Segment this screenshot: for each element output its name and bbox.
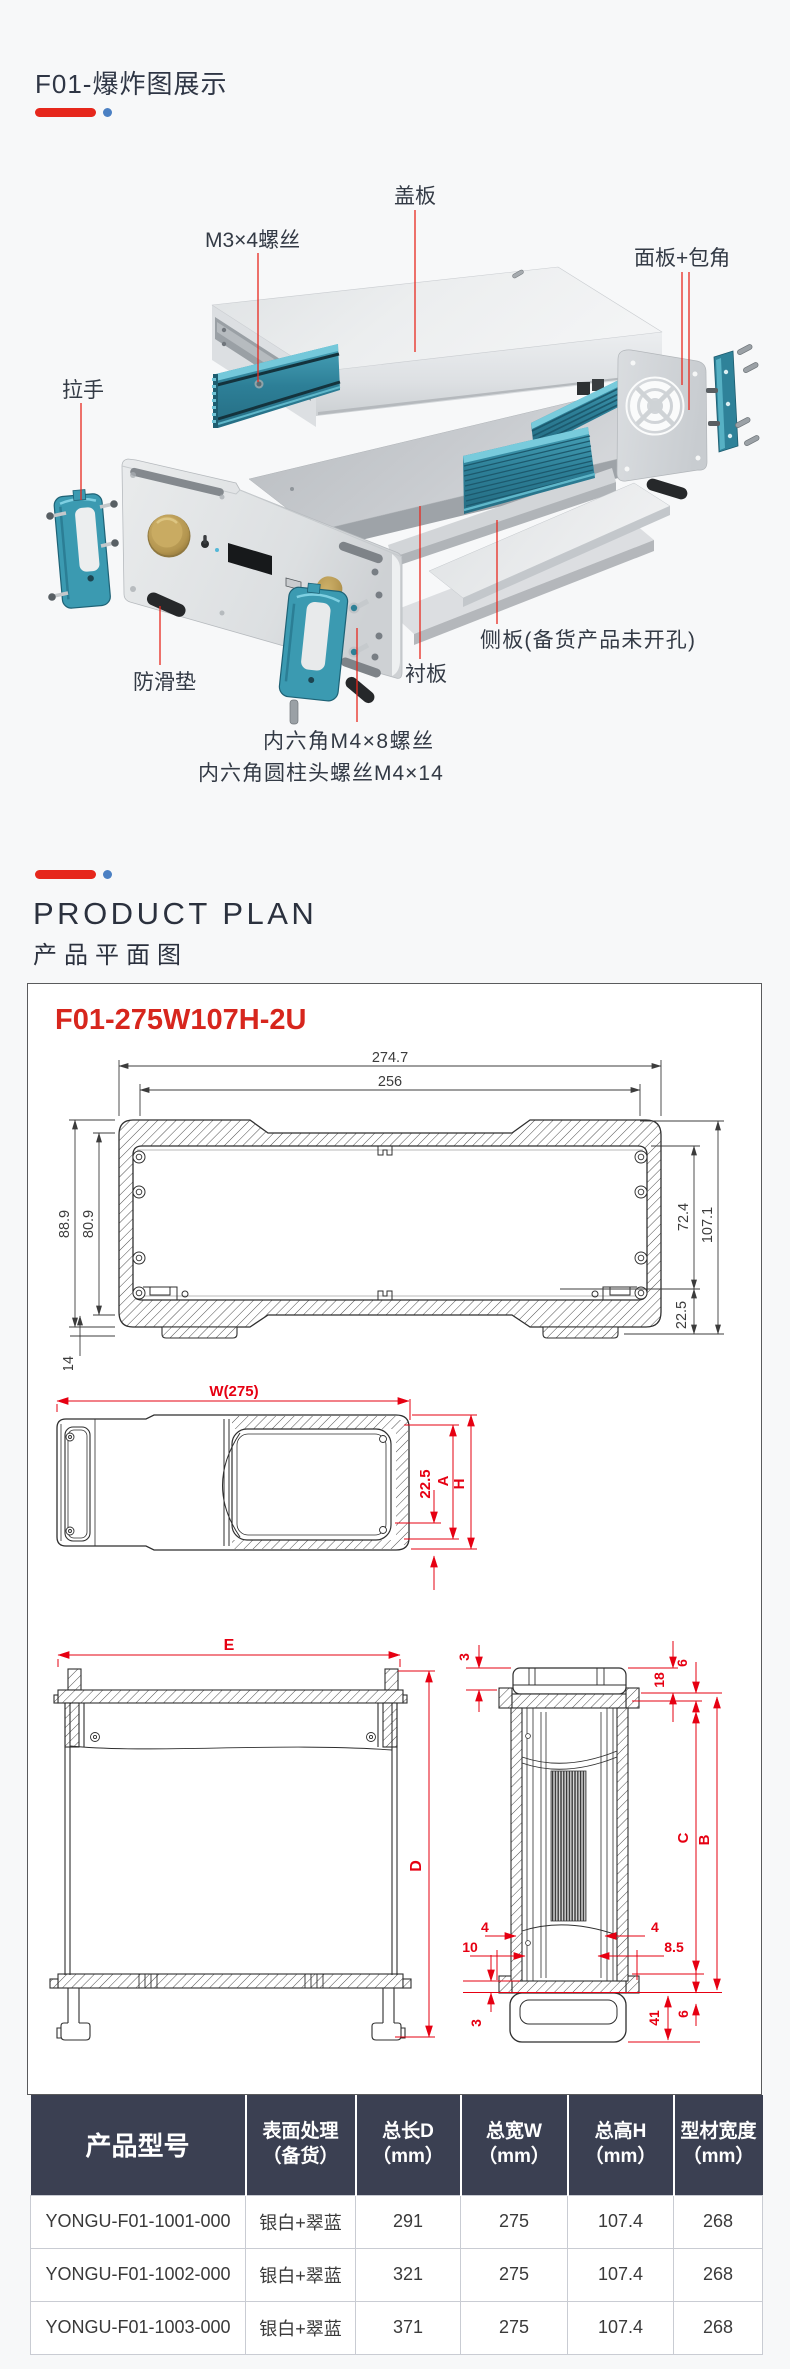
svg-text:M3×4螺丝: M3×4螺丝 <box>205 229 300 252</box>
svg-text:面板+包角: 面板+包角 <box>634 247 730 270</box>
svg-text:6: 6 <box>675 2010 691 2018</box>
svg-text:18: 18 <box>651 1672 667 1688</box>
svg-text:14: 14 <box>61 1356 77 1370</box>
svg-text:72.4: 72.4 <box>676 1203 692 1231</box>
svg-text:内六角M4×8螺丝: 内六角M4×8螺丝 <box>263 730 435 753</box>
svg-text:10: 10 <box>462 1939 478 1955</box>
svg-text:侧板(备货产品未开孔): 侧板(备货产品未开孔) <box>480 629 696 652</box>
svg-text:盖板: 盖板 <box>394 185 436 208</box>
svg-text:内六角圆柱头螺丝M4×14: 内六角圆柱头螺丝M4×14 <box>198 762 444 785</box>
svg-text:拉手: 拉手 <box>62 379 104 402</box>
svg-text:22.5: 22.5 <box>417 1469 434 1498</box>
svg-text:3: 3 <box>456 1653 472 1661</box>
svg-text:E: E <box>224 1637 235 1654</box>
svg-text:41: 41 <box>646 2010 662 2026</box>
svg-text:22.5: 22.5 <box>674 1301 690 1329</box>
svg-text:256: 256 <box>378 1074 402 1090</box>
svg-text:衬板: 衬板 <box>405 663 447 686</box>
svg-text:W(275): W(275) <box>209 1383 258 1400</box>
svg-text:防滑垫: 防滑垫 <box>133 671 196 694</box>
svg-text:C: C <box>675 1832 692 1843</box>
svg-text:B: B <box>696 1834 713 1845</box>
svg-text:A: A <box>435 1475 452 1486</box>
svg-text:H: H <box>451 1479 468 1490</box>
svg-text:4: 4 <box>651 1919 659 1935</box>
svg-text:4: 4 <box>481 1919 489 1935</box>
svg-text:6: 6 <box>674 1659 690 1667</box>
svg-text:274.7: 274.7 <box>372 1050 408 1066</box>
svg-text:D: D <box>408 1860 425 1872</box>
svg-text:88.9: 88.9 <box>57 1210 73 1238</box>
svg-text:3: 3 <box>468 2019 484 2027</box>
svg-text:8.5: 8.5 <box>664 1939 684 1955</box>
svg-text:80.9: 80.9 <box>81 1210 97 1238</box>
svg-text:107.1: 107.1 <box>700 1207 716 1243</box>
